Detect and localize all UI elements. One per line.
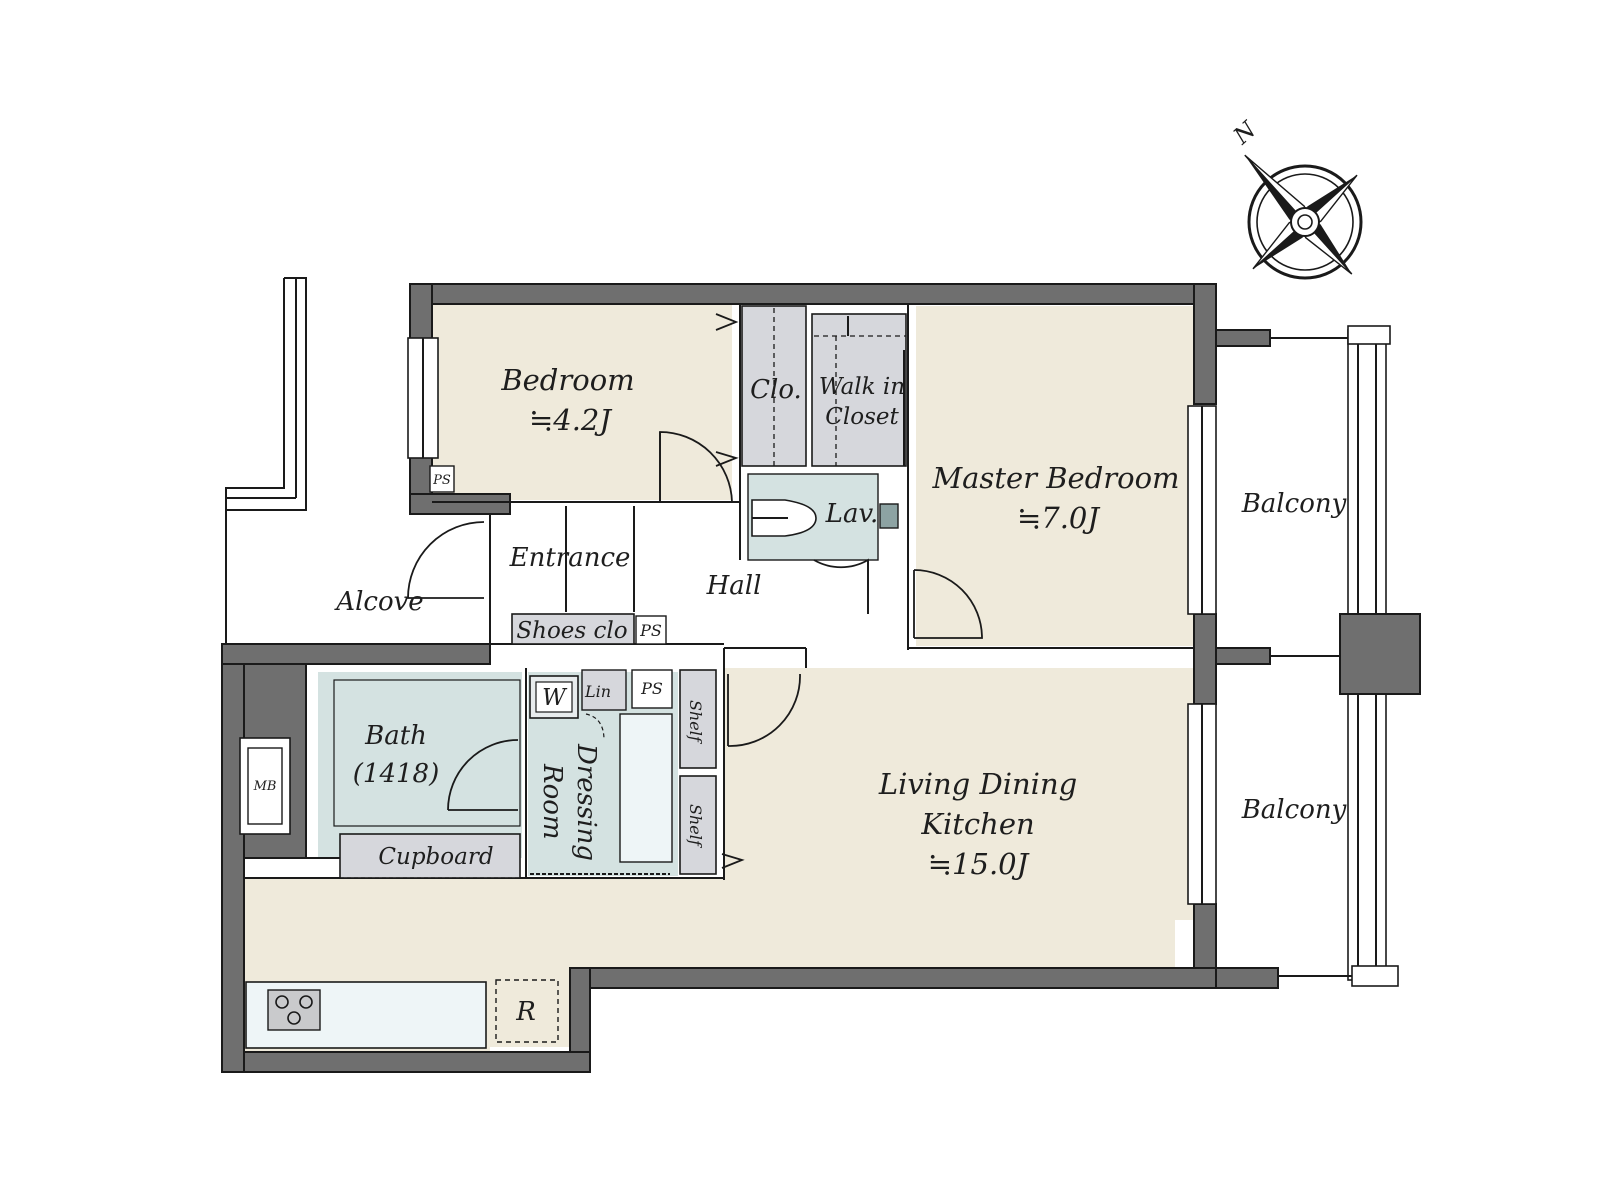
refrigerator-label: R	[515, 997, 536, 1027]
balcony-stub-middle	[1215, 647, 1271, 665]
wall-bedroom-bottom-left	[409, 493, 511, 515]
pipe-space-label-3: PS	[640, 679, 663, 698]
master-bedroom-area: ≒7.0J	[1017, 501, 1100, 535]
wall-right-middle	[1193, 613, 1217, 705]
walk-in-label-1: Walk in	[819, 374, 905, 400]
bedroom-floor	[432, 304, 732, 500]
master-bedroom-label: Master Bedroom	[931, 461, 1179, 495]
balcony-area	[1270, 325, 1421, 987]
pipe-space-entrance	[635, 615, 667, 645]
shelf-upper	[679, 669, 717, 769]
lavatory-label: Lav.	[825, 499, 879, 529]
wall-left-top	[221, 643, 491, 665]
room-floors	[245, 304, 1194, 1052]
pipe-space-bedroom	[429, 465, 455, 493]
linen-label: Lin	[584, 682, 611, 701]
wall-right-lower	[1193, 903, 1217, 975]
hall-label: Hall	[706, 571, 762, 601]
fixtures	[245, 305, 907, 1049]
cupboard-label: Cupboard	[378, 844, 493, 870]
entrance-label: Entrance	[509, 543, 631, 573]
balcony-stub-bottom	[1215, 967, 1279, 989]
meter-box	[247, 747, 283, 825]
vanity-counter	[619, 713, 673, 863]
walk-in-label-2: Closet	[825, 404, 899, 430]
door-bath	[447, 739, 519, 811]
compass-rose-icon: N	[1228, 116, 1363, 280]
north-label: N	[1228, 116, 1262, 150]
balcony-column	[1339, 613, 1421, 695]
bedroom-label: Bedroom	[500, 363, 634, 397]
washer-label: W	[542, 685, 568, 711]
shelf-label-upper: Shelf	[686, 700, 705, 745]
closet-label: Clo.	[750, 375, 802, 405]
shelf-label-lower: Shelf	[686, 804, 705, 849]
alcove-outline	[225, 277, 307, 644]
alcove-label: Alcove	[334, 587, 423, 617]
balcony-label-upper: Balcony	[1241, 489, 1347, 519]
dressing-room-label-2: Room	[537, 763, 567, 840]
wall-left	[221, 643, 245, 1073]
door-ldk	[727, 673, 801, 747]
bath-label: Bath	[364, 721, 427, 751]
meter-box-label: MB	[253, 779, 277, 794]
room-labels: Bedroom ≒4.2J Clo. Walk in Closet Master…	[253, 363, 1347, 1027]
ldk-area: ≒15.0J	[928, 847, 1030, 881]
balcony-label-lower: Balcony	[1241, 795, 1347, 825]
door-bedroom	[659, 431, 733, 503]
shoes-closet	[511, 613, 635, 645]
doors	[407, 313, 983, 869]
walk-in-closet	[811, 313, 907, 467]
door-lavatory	[813, 558, 869, 614]
ldk-label-2: Kitchen	[920, 807, 1034, 841]
balcony-stub-top	[1215, 329, 1271, 347]
pipe-space-label-2: PS	[639, 621, 662, 640]
ldk-label-1: Living Dining	[878, 767, 1077, 801]
wall-bottom-right	[569, 967, 1279, 989]
shelf-lower	[679, 775, 717, 875]
door-master-bedroom	[913, 569, 983, 639]
sink-icon	[879, 503, 899, 529]
ldk-floor	[245, 668, 1194, 1052]
cupboard	[339, 833, 521, 879]
pipe-space-label-1: PS	[432, 473, 451, 488]
wall-top	[409, 283, 1217, 305]
door-entrance	[407, 521, 485, 599]
linen-box	[581, 669, 627, 711]
wall-right-upper	[1193, 283, 1217, 405]
bedroom-area: ≒4.2J	[529, 403, 612, 437]
bath-inner	[333, 679, 521, 827]
refrigerator-space	[495, 979, 559, 1043]
shoes-closet-label: Shoes clo	[516, 618, 627, 644]
pipe-space-dressing	[631, 669, 673, 709]
bath-size: (1418)	[353, 759, 439, 789]
wall-bottom-left	[221, 1051, 591, 1073]
closet	[741, 305, 807, 467]
dressing-room-label-1: Dressing	[571, 743, 601, 861]
